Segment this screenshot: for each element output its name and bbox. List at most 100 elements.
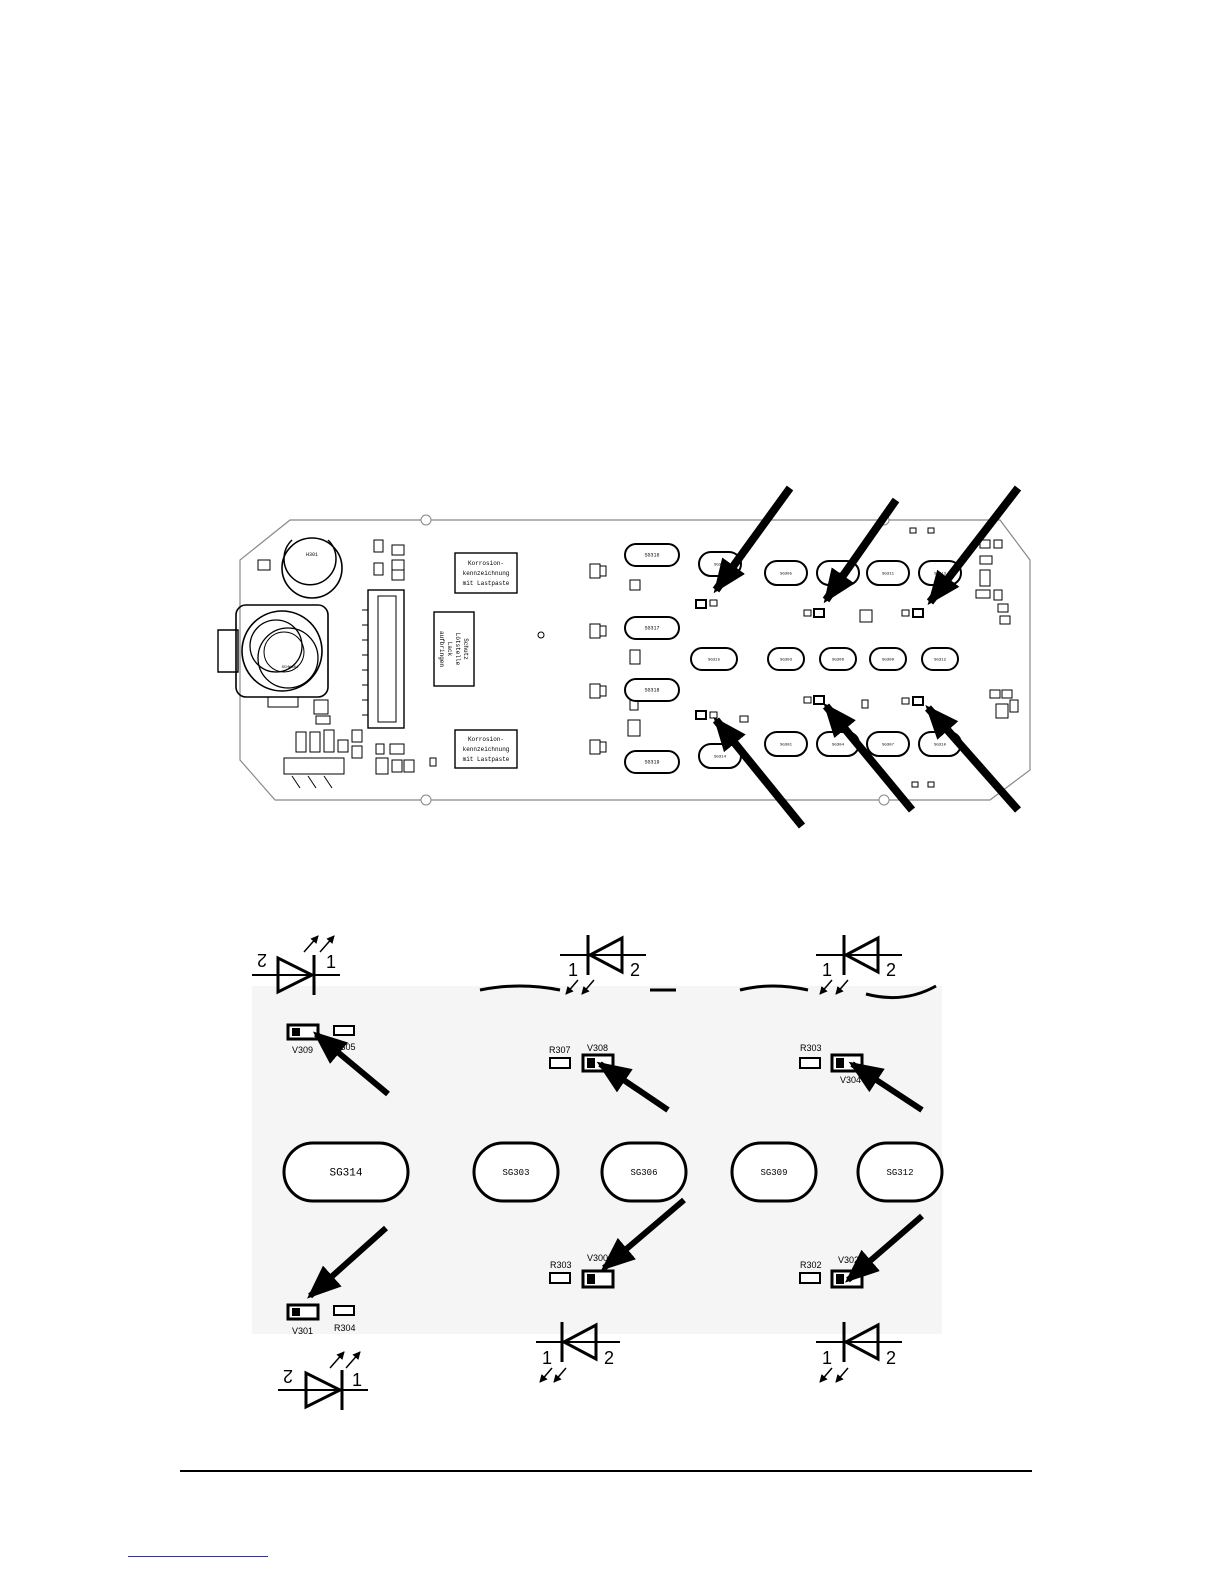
board-key-label: SG309	[882, 658, 895, 662]
svg-text:mit Lastpaste: mit Lastpaste	[463, 580, 510, 587]
board-key-label: SG301	[780, 743, 793, 747]
note-box-bottom: Korrosion- kennzeichnung mit Lastpaste	[454, 729, 518, 769]
board-key-label: SG306	[832, 658, 845, 662]
board-key-label: SG303	[780, 658, 793, 662]
svg-text:kennzeichnung: kennzeichnung	[463, 746, 510, 753]
svg-text:R304: R304	[334, 1323, 356, 1333]
board-key: SG309	[869, 647, 907, 671]
board-key: SG315	[690, 647, 738, 671]
detail-key: SG309	[730, 1141, 818, 1203]
board-key-label: SG315	[708, 658, 721, 662]
detail-arrows	[307, 1031, 924, 1299]
svg-text:V302: V302	[838, 1255, 859, 1265]
svg-text:Korrosion-: Korrosion-	[468, 560, 504, 567]
svg-text:V304: V304	[840, 1075, 861, 1085]
small-components-left	[283, 539, 437, 789]
board-key-label: SG304	[832, 743, 845, 747]
svg-text:kennzeichnung: kennzeichnung	[463, 570, 510, 577]
board-key-label: SG314	[714, 755, 727, 759]
photodiode-symbol-bottom-right: 1 2	[816, 1322, 902, 1383]
board-key: SG301	[764, 731, 808, 757]
svg-text:mit Lastpaste: mit Lastpaste	[463, 756, 510, 763]
detail-key-label: SG309	[760, 1168, 787, 1178]
svg-text:1: 1	[568, 960, 578, 980]
svg-text:1: 1	[542, 1348, 552, 1368]
footer-link-underline	[128, 1556, 268, 1557]
svg-text:V300: V300	[587, 1253, 608, 1263]
svg-text:2: 2	[257, 950, 267, 970]
board-key: SG318	[624, 678, 680, 702]
svg-text:2: 2	[283, 1366, 293, 1386]
svg-text:Schutz: Schutz	[462, 638, 469, 660]
board-key-label: SG312	[934, 658, 947, 662]
pcb-board: H301 SCHW301	[217, 514, 1031, 806]
board-key: SG311	[866, 560, 910, 586]
note-box-mid: Schutz Lötstelle Lack aufbringen	[433, 611, 475, 687]
buzzer: H301	[281, 537, 343, 599]
board-key: SG303	[767, 647, 805, 671]
photodiode-symbol-top-right: 1 2	[816, 935, 902, 995]
svg-text:1: 1	[326, 952, 336, 972]
board-key-label: SG311	[882, 572, 895, 576]
svg-text:1: 1	[822, 1348, 832, 1368]
small-components-right	[695, 527, 1019, 788]
svg-text:2: 2	[886, 1348, 896, 1368]
buzzer-label: H301	[306, 552, 318, 558]
svg-text:1: 1	[352, 1370, 362, 1390]
svg-text:2: 2	[630, 960, 640, 980]
detail-key: SG314	[282, 1141, 410, 1203]
svg-text:aufbringen: aufbringen	[438, 631, 445, 667]
connector-strip	[362, 589, 405, 729]
detail-key-label: SG314	[329, 1168, 362, 1180]
board-key: SG305	[764, 560, 808, 586]
svg-text:1: 1	[822, 960, 832, 980]
pad-bottom-mid: R303 V300	[549, 1253, 615, 1289]
board-outline	[239, 519, 1031, 801]
board-key-label: SG310	[934, 743, 947, 747]
board-key-label: SG316	[644, 553, 659, 559]
callout-arrows	[712, 485, 1022, 829]
svg-text:Korrosion-: Korrosion-	[468, 736, 504, 743]
svg-text:R307: R307	[549, 1045, 571, 1055]
led-symbol-bottom-left: 2 1	[278, 1351, 368, 1410]
board-key: SG312	[921, 647, 959, 671]
svg-text:Lötstelle: Lötstelle	[454, 633, 461, 666]
board-key-label: SG318	[644, 688, 659, 694]
detail-keys: SG314 SG303 SG306 SG309 SG312	[282, 1141, 944, 1203]
led-symbol-top-left: 2 1	[252, 935, 340, 995]
pad-bottom-left: V301 R304	[286, 1303, 356, 1336]
board-key: SG307	[866, 731, 910, 757]
photodiode-symbol-bottom-mid: 1 2	[536, 1322, 620, 1383]
svg-text:2: 2	[604, 1348, 614, 1368]
detail-key: SG306	[600, 1141, 688, 1203]
board-key-label: SG305	[780, 572, 793, 576]
detail-key-label: SG303	[502, 1168, 529, 1178]
board-key: SG319	[624, 750, 680, 774]
knob: SCHW301	[217, 604, 329, 708]
detail-key: SG312	[856, 1141, 944, 1203]
svg-text:Lack: Lack	[446, 642, 453, 657]
svg-text:R303: R303	[800, 1043, 822, 1053]
detail-key-label: SG306	[630, 1168, 657, 1178]
footer-rule	[180, 1470, 1032, 1472]
svg-text:V309: V309	[292, 1045, 313, 1055]
board-key: SG316	[624, 543, 680, 567]
transistor-column	[589, 563, 641, 755]
board-key: SG306	[819, 647, 857, 671]
photodiode-symbol-top-mid: 1 2	[560, 935, 646, 995]
svg-text:2: 2	[886, 960, 896, 980]
svg-text:R302: R302	[800, 1260, 822, 1270]
detail-key-label: SG312	[886, 1168, 913, 1178]
board-key-label: SG302	[714, 563, 727, 567]
svg-text:R303: R303	[550, 1260, 572, 1270]
board-key-label: SG317	[644, 626, 659, 632]
board-key-label: SG313	[934, 572, 947, 576]
knob-label: SCHW301	[282, 666, 299, 670]
board-key-label: SG319	[644, 760, 659, 766]
svg-text:V308: V308	[587, 1043, 608, 1053]
note-box-top: Korrosion- kennzeichnung mit Lastpaste	[454, 552, 518, 594]
svg-text:V301: V301	[292, 1326, 313, 1336]
board-key: SG317	[624, 616, 680, 640]
